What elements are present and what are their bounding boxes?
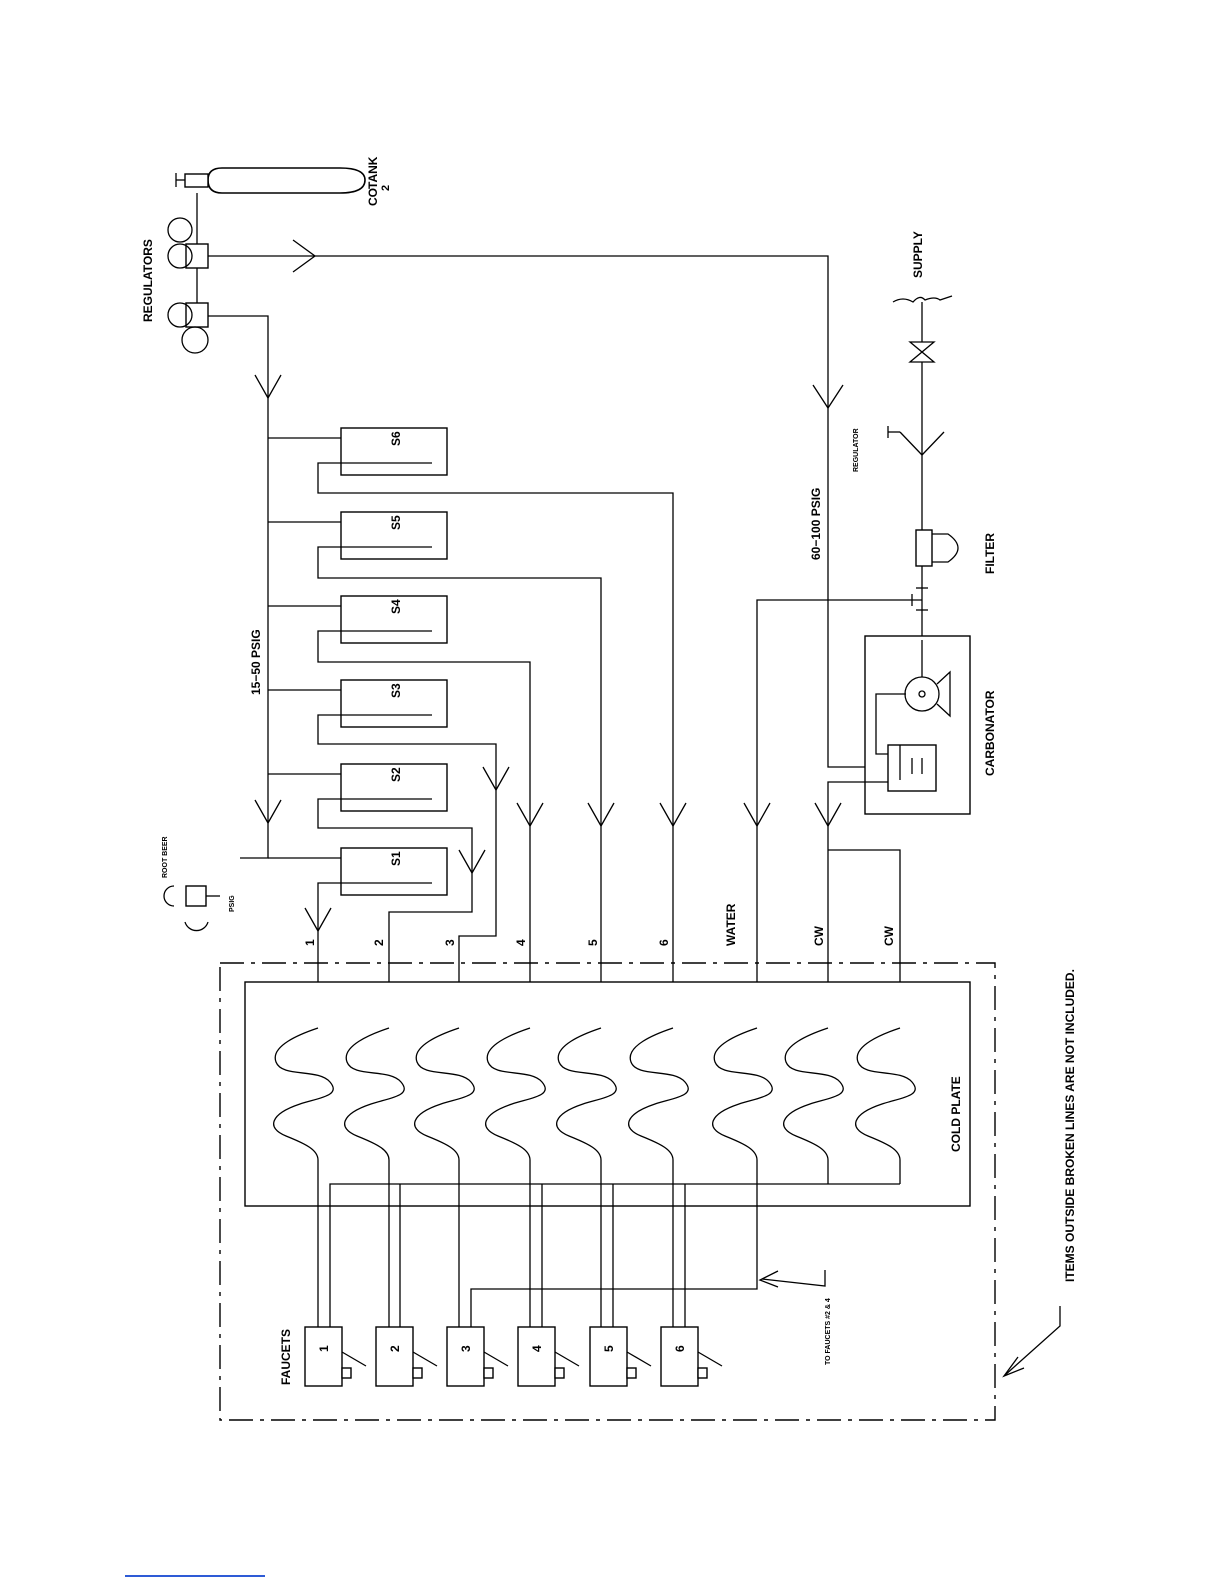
line-label: 4 [514,939,528,946]
faucet-number: 1 [317,1345,331,1352]
water-regulator-label: REGULATOR [853,428,860,472]
carbonator: CARBONATOR [815,636,997,1028]
co2-tank-label: TANK [366,156,380,189]
cold-plate-body [245,982,970,1206]
faucets-label: FAUCETS [279,1329,293,1385]
faucet-2 [376,1327,413,1386]
line-label: CW [812,925,826,946]
line-label: WATER [724,903,738,946]
syrup-tank-label: S5 [389,515,403,530]
faucet-5 [590,1327,627,1386]
faucet-number: 4 [530,1345,544,1352]
syrup-tank-label: S1 [389,851,403,866]
filter-label: FILTER [983,533,997,574]
faucet-number: 3 [459,1345,473,1352]
faucets: FAUCETS 1 2 3 4 5 6 [279,1327,722,1386]
pressure-low-label: 15−50 PSIG [249,629,263,695]
water-supply: SUPPLY REGULATOR FILTER [744,231,997,1028]
scope-note: ITEMS OUTSIDE BROKEN LINES ARE NOT INCLU… [1063,969,1077,1282]
line-label: CW [882,925,896,946]
psig-label: PSIG [229,895,236,912]
co2-low-pressure-line [208,316,268,858]
syrup-tank-label: S2 [389,767,403,782]
syrup-tank-label: S6 [389,431,403,446]
co2-label: CO [366,188,380,206]
line-label: 1 [303,939,317,946]
to-faucets-label: TO FAUCETS #2 & 4 [825,1298,832,1365]
syrup-tank-label: S3 [389,683,403,698]
faucet-1 [305,1327,342,1386]
co2-regulators: REGULATORS [141,218,208,353]
co2-tank: CO 2 TANK [176,156,392,206]
syrup-tank-label: S4 [389,599,403,614]
faucet-3 [447,1327,484,1386]
faucet-number: 5 [602,1345,616,1352]
supply-label: SUPPLY [911,231,925,278]
root-beer-label: ROOT BEER [162,836,169,878]
faucet-number: 6 [673,1345,687,1352]
faucet-4 [518,1327,555,1386]
line-label: 5 [586,939,600,946]
root-beer-regulator: ROOT BEER PSIG [162,836,236,930]
line-label: 3 [443,939,457,946]
faucet-number: 2 [388,1345,402,1352]
svg-text:CO: CO [366,188,380,206]
regulators-label: REGULATORS [141,239,155,322]
water-filter [916,530,932,566]
line-labels: 1 2 3 4 5 6 WATER CW CW [303,903,896,946]
page-underline [125,1575,265,1577]
carbonator-label: CARBONATOR [983,690,997,776]
cold-plate: COLD PLATE [245,982,970,1206]
line-label: 2 [372,939,386,946]
pressure-high-label: 60−100 PSIG [809,488,823,560]
faucet-6 [661,1327,698,1386]
co2-subscript: 2 [380,185,392,191]
cold-plate-label: COLD PLATE [949,1076,963,1152]
line-label: 6 [657,939,671,946]
